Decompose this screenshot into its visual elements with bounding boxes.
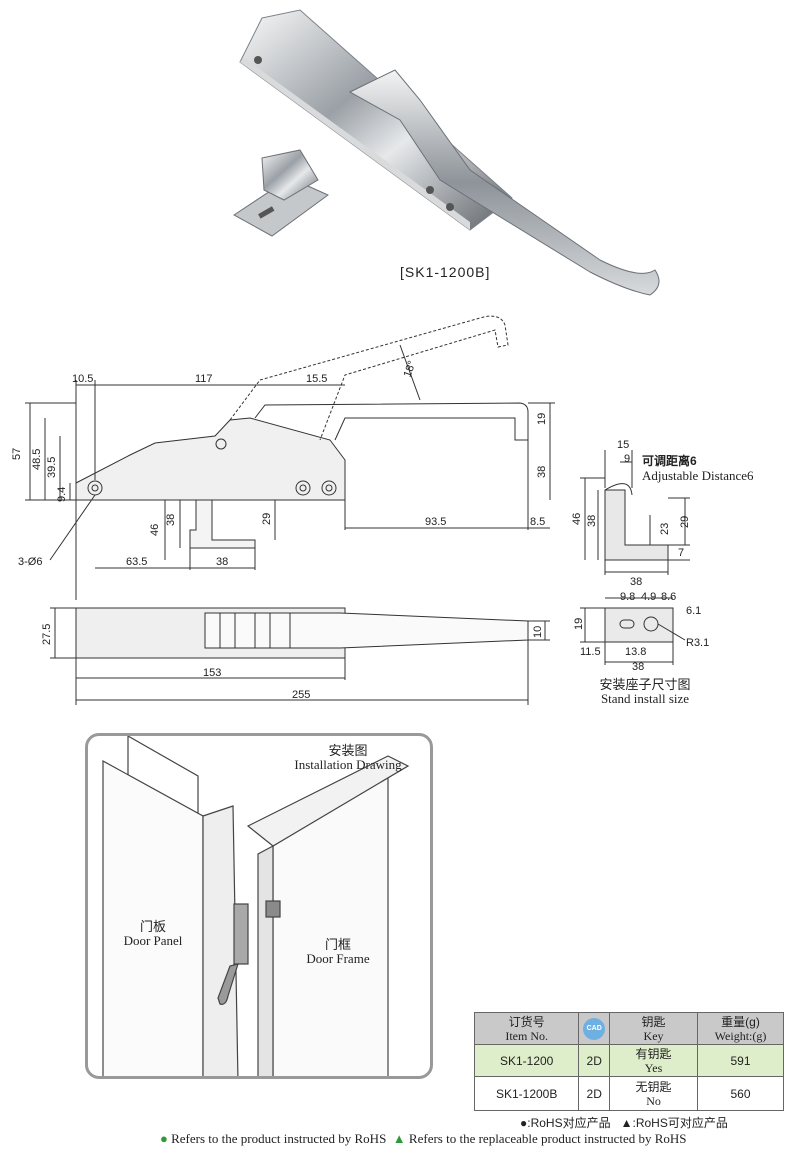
dim-48-5: 48.5 bbox=[31, 449, 43, 470]
top-dim-10: 10 bbox=[532, 626, 544, 638]
legend-rohs-replace-cn: ▲:RoHS可对应产品 bbox=[620, 1116, 728, 1130]
legend-line1: ●:RoHS对应产品 ▲:RoHS可对应产品 bbox=[520, 1114, 728, 1131]
stand-dim-38: 38 bbox=[586, 515, 598, 527]
hdr-key-en: Key bbox=[643, 1028, 664, 1043]
door-frame-cn: 门框 bbox=[324, 937, 351, 952]
legend-rohs-replace-en: Refers to the replaceable product instru… bbox=[408, 1131, 687, 1146]
dim-38-bottom: 38 bbox=[216, 556, 228, 568]
stand-top-dim-4-9: 4.9 bbox=[641, 591, 656, 603]
row-item: SK1-1200 bbox=[473, 1044, 580, 1077]
row-weight: 560 bbox=[697, 1076, 784, 1111]
dim-117: 117 bbox=[195, 373, 213, 385]
row-item: SK1-1200B bbox=[473, 1076, 580, 1111]
install-title-cn: 安装图 bbox=[328, 743, 368, 758]
dim-29: 29 bbox=[261, 513, 273, 525]
legend-line2: ● Refers to the product instructed by Ro… bbox=[160, 1131, 687, 1147]
stand-side-drawing: 15 9 46 38 23 29 7 38 可调距离6 Adjustable D… bbox=[571, 439, 754, 588]
dim-38-right: 38 bbox=[536, 466, 548, 478]
installation-frame: 安装图 Installation Drawing 门板 Door Panel 门… bbox=[85, 733, 433, 1079]
row-cad: 2D bbox=[578, 1076, 611, 1111]
stand-dim-38-bottom: 38 bbox=[630, 576, 642, 588]
legend-rohs-en: Refers to the product instructed by RoHS bbox=[171, 1131, 387, 1146]
installation-sketch bbox=[102, 736, 410, 1076]
row-key-cn: 无钥匙 bbox=[635, 1079, 672, 1094]
stand-top-dim-13-8: 13.8 bbox=[625, 646, 646, 658]
top-dim-255: 255 bbox=[292, 689, 310, 701]
dim-63-5: 63.5 bbox=[126, 556, 147, 568]
dim-57: 57 bbox=[11, 448, 23, 460]
dim-93-5: 93.5 bbox=[425, 516, 446, 528]
row-weight: 591 bbox=[697, 1044, 784, 1077]
dim-15-5: 15.5 bbox=[306, 373, 327, 385]
top-view-drawing: 27.5 10 153 255 bbox=[41, 607, 550, 705]
dim-9-4: 9.4 bbox=[56, 487, 68, 502]
row-cad: 2D bbox=[578, 1044, 611, 1077]
adjust-label-en: Adjustable Distance6 bbox=[642, 468, 754, 483]
stand-caption-en: Stand install size bbox=[600, 691, 690, 706]
hdr-item-en: Item No. bbox=[505, 1028, 548, 1043]
stand-top-dim-11-5: 11.5 bbox=[580, 646, 601, 658]
green-triangle-icon: ▲ bbox=[392, 1131, 406, 1146]
strike-photo bbox=[233, 149, 329, 237]
dim-46: 46 bbox=[149, 524, 161, 536]
stand-dim-46: 46 bbox=[571, 513, 583, 525]
door-frame-en: Door Frame bbox=[306, 951, 370, 966]
row-key-en: No bbox=[646, 1093, 661, 1108]
stand-top-dim-38: 38 bbox=[632, 661, 644, 673]
green-dot-icon: ● bbox=[160, 1131, 168, 1146]
install-title-en: Installation Drawing bbox=[294, 757, 402, 772]
top-dim-153: 153 bbox=[203, 667, 221, 679]
dim-18-deg: 18° bbox=[402, 359, 419, 379]
top-dim-27-5: 27.5 bbox=[41, 624, 53, 645]
stand-dim-9: 9 bbox=[624, 453, 630, 465]
row-key-en: Yes bbox=[644, 1060, 663, 1075]
adjust-label-cn: 可调距离6 bbox=[642, 453, 697, 468]
side-view-drawing: 10.5 117 15.5 18° 19 57 48.5 39.5 9.4 38… bbox=[11, 315, 555, 600]
dim-19: 19 bbox=[536, 413, 548, 425]
latch-handle-photo bbox=[348, 69, 660, 296]
stand-top-dim-8-6: 8.6 bbox=[661, 591, 676, 603]
stand-dim-29: 29 bbox=[679, 516, 691, 528]
row-key-cn: 有钥匙 bbox=[635, 1046, 672, 1061]
hdr-weight-en: Weight:(g) bbox=[714, 1028, 767, 1043]
door-panel-en: Door Panel bbox=[123, 933, 183, 948]
stand-dim-23: 23 bbox=[659, 523, 671, 535]
dim-10-5: 10.5 bbox=[72, 373, 93, 385]
stand-top-dim-r3-1: R3.1 bbox=[686, 637, 709, 649]
stand-dim-7: 7 bbox=[678, 547, 684, 559]
legend-rohs-cn: ●:RoHS对应产品 bbox=[520, 1116, 611, 1130]
stand-top-drawing: 9.8 4.9 8.6 19 6.1 R3.1 11.5 13.8 38 bbox=[573, 591, 709, 673]
stand-caption-cn: 安装座子尺寸图 bbox=[599, 677, 691, 692]
dim-39-5: 39.5 bbox=[46, 457, 58, 478]
stand-top-dim-6-1: 6.1 bbox=[686, 605, 701, 617]
dim-hole: 3-Ø6 bbox=[18, 556, 42, 568]
cad-icon: CAD bbox=[583, 1017, 606, 1040]
dim-38-left: 38 bbox=[165, 514, 177, 526]
hdr-item-cn: 订货号 bbox=[508, 1014, 545, 1029]
stand-dim-15: 15 bbox=[617, 439, 629, 451]
product-photo bbox=[233, 9, 660, 296]
stand-top-dim-9-8: 9.8 bbox=[620, 591, 635, 603]
stand-top-dim-19: 19 bbox=[573, 618, 585, 630]
hdr-weight-cn: 重量(g) bbox=[721, 1014, 760, 1029]
dim-8-5: 8.5 bbox=[530, 516, 545, 528]
product-caption: [SK1-1200B] bbox=[400, 264, 491, 280]
hdr-key-cn: 钥匙 bbox=[641, 1014, 666, 1029]
door-panel-cn: 门板 bbox=[139, 919, 166, 934]
